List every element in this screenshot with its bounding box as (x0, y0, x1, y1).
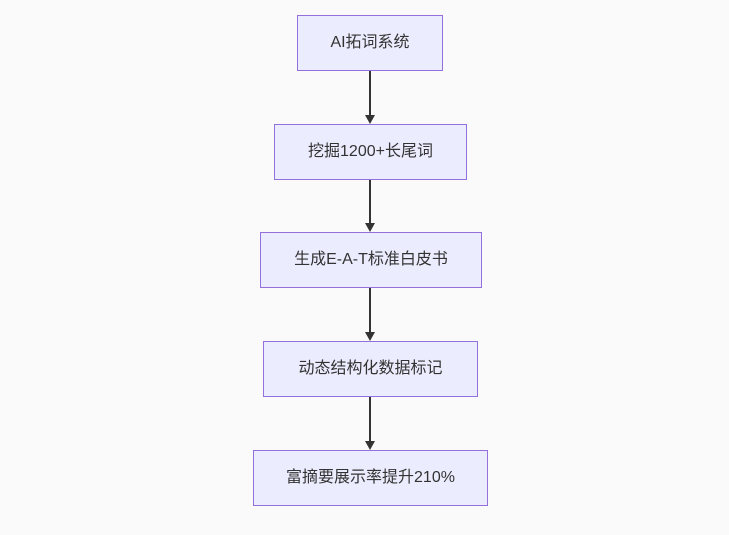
arrow-down-icon (365, 288, 375, 341)
flow-node-label: 生成E-A-T标准白皮书 (294, 251, 448, 268)
flow-node-label: 动态结构化数据标记 (298, 360, 443, 377)
flow-node-ai-keyword-system: AI拓词系统 (297, 15, 443, 71)
arrow-down-icon (365, 180, 375, 232)
flow-node-label: 挖掘1200+长尾词 (308, 143, 433, 160)
flow-node-rich-snippet-result: 富摘要展示率提升210% (253, 450, 488, 506)
flow-node-label: AI拓词系统 (330, 34, 410, 51)
flow-node-structured-data: 动态结构化数据标记 (263, 341, 478, 397)
flow-node-longtail-mining: 挖掘1200+长尾词 (274, 124, 467, 180)
arrow-down-icon (365, 71, 375, 124)
flow-node-label: 富摘要展示率提升210% (286, 469, 455, 486)
flow-node-eat-whitepaper: 生成E-A-T标准白皮书 (260, 232, 482, 288)
arrow-down-icon (365, 397, 375, 450)
